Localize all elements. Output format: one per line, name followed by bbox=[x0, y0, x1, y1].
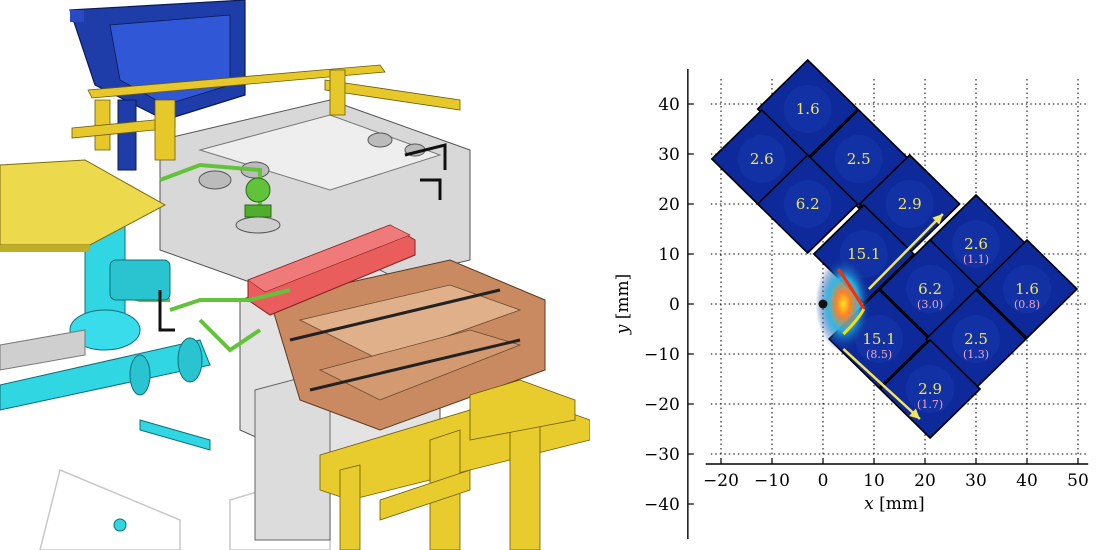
valve-assembly bbox=[235, 177, 281, 234]
y-tick-label: 0 bbox=[669, 295, 680, 315]
cell-value-label: 15.1 bbox=[862, 330, 895, 348]
x-tick-label: 20 bbox=[914, 471, 936, 491]
y-tick-label: −10 bbox=[644, 345, 680, 365]
x-tick-label: 10 bbox=[863, 471, 885, 491]
y-tick-label: −20 bbox=[644, 395, 680, 415]
cell-value-label: 2.6 bbox=[750, 150, 774, 168]
x-tick-label: −10 bbox=[754, 471, 790, 491]
cell-shade bbox=[737, 135, 786, 183]
cell-value-label: 2.6 bbox=[964, 235, 988, 253]
y-tick-label: 10 bbox=[658, 245, 680, 265]
detector-cell bbox=[878, 338, 982, 440]
beam-pipe bbox=[0, 329, 86, 371]
x-axis-label: x [mm] bbox=[864, 494, 925, 514]
support-column bbox=[117, 99, 137, 171]
y-tick-label: 40 bbox=[658, 95, 680, 115]
arrow-shaft bbox=[842, 348, 921, 420]
arrow-shaft bbox=[868, 213, 944, 290]
cell-value-label: 1.6 bbox=[1015, 280, 1039, 298]
origin-marker bbox=[818, 299, 828, 309]
detector-cell bbox=[756, 153, 859, 255]
hotspot-edge-upper bbox=[837, 268, 866, 310]
cell-shade bbox=[952, 220, 1000, 268]
detector-cells bbox=[710, 58, 1079, 440]
cell-shade bbox=[906, 265, 955, 313]
x-tick-label: 30 bbox=[965, 471, 987, 491]
cell-value-label: 6.2 bbox=[918, 280, 942, 298]
arrow-head bbox=[932, 214, 943, 225]
y-tick-label: 30 bbox=[658, 145, 680, 165]
cell-sub-label: (1.3) bbox=[963, 348, 989, 361]
cell-value-label: 6.2 bbox=[796, 195, 820, 213]
coil-array bbox=[269, 259, 546, 431]
cell-value-label: 1.6 bbox=[796, 100, 820, 118]
hotspot-glow bbox=[815, 256, 872, 352]
cell-value-label: 15.1 bbox=[847, 245, 880, 263]
cell-shade bbox=[885, 180, 934, 228]
cell-value-label: 2.9 bbox=[898, 195, 922, 213]
bottom-fitting bbox=[113, 419, 211, 532]
cell-value-label: 2.5 bbox=[847, 150, 871, 168]
arrow-head bbox=[909, 408, 920, 419]
apparatus-rendering bbox=[0, 0, 590, 550]
cell-value-label: 2.9 bbox=[918, 380, 942, 398]
cell-shade bbox=[783, 180, 832, 228]
cell-shade bbox=[906, 365, 955, 413]
cell-shade bbox=[834, 135, 883, 183]
equipment-platform bbox=[0, 159, 167, 252]
hotspot-edge-lower bbox=[842, 308, 866, 336]
cell-sub-label: (3.0) bbox=[917, 298, 943, 311]
cell-shade bbox=[1003, 265, 1051, 313]
x-tick-label: 50 bbox=[1067, 471, 1089, 491]
axes: −20 −10 0 10 20 30 40 50 40 30 20 10 0 −10 −20 −30 −40 x … bbox=[613, 69, 1089, 539]
cell-sub-label: (0.8) bbox=[1014, 298, 1040, 311]
cell-shade bbox=[952, 315, 1000, 363]
cell-value-label: 2.5 bbox=[964, 330, 988, 348]
direction-arrows bbox=[818, 213, 944, 420]
y-axis-label: y [mm] bbox=[613, 274, 633, 336]
x-tick-label: −20 bbox=[703, 471, 739, 491]
cell-shade bbox=[783, 85, 832, 133]
cell-sub-label: (8.5) bbox=[866, 348, 892, 361]
cell-sub-label: (1.7) bbox=[917, 398, 943, 411]
x-tick-label: 40 bbox=[1016, 471, 1038, 491]
cell-sub-label: (1.1) bbox=[963, 253, 989, 266]
x-tick-label: 0 bbox=[818, 471, 829, 491]
apparatus-illustration bbox=[0, 0, 590, 550]
detector-cell bbox=[975, 238, 1079, 340]
support-frame-bottom bbox=[319, 379, 590, 550]
y-tick-label: 20 bbox=[658, 195, 680, 215]
y-tick-label: −30 bbox=[644, 445, 680, 465]
y-tick-label: −40 bbox=[644, 495, 680, 515]
intensity-hotspot bbox=[815, 256, 872, 352]
chamber-edges bbox=[158, 143, 447, 332]
support-frame-top bbox=[71, 64, 461, 161]
